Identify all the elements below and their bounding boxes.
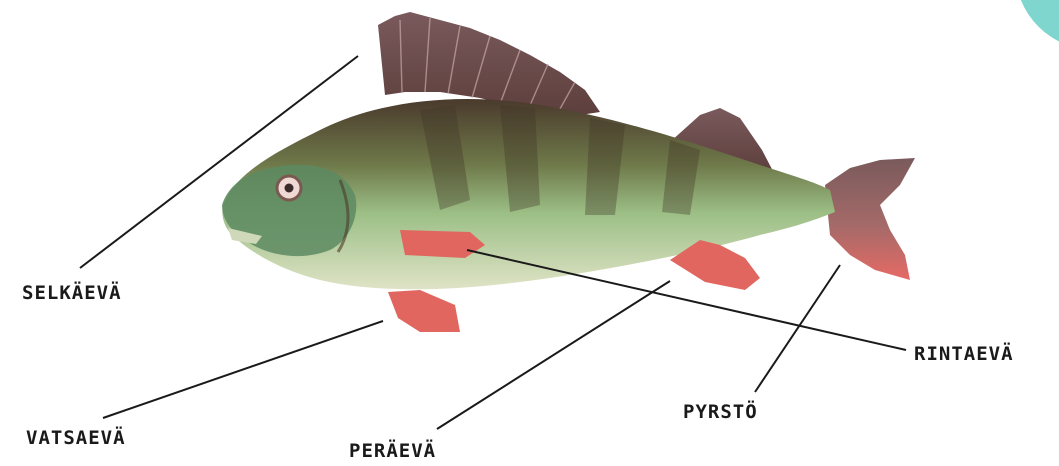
leader-line-pyrsto <box>755 265 840 392</box>
label-peraeva: PERÄEVÄ <box>349 440 436 462</box>
label-rintaeva: RINTAEVÄ <box>914 343 1014 365</box>
leader-line-peraeva <box>437 281 670 429</box>
leader-line-vatsaeva <box>103 321 383 418</box>
corner-accent-circle <box>1015 0 1059 50</box>
pelvic-fin <box>388 290 460 332</box>
label-pyrsto: PYRSTÖ <box>683 401 758 423</box>
tail-fin <box>825 158 915 280</box>
perch-illustration <box>222 12 915 332</box>
label-selkaeva: SELKÄEVÄ <box>22 282 122 304</box>
label-vatsaeva: VATSAEVÄ <box>26 427 126 449</box>
